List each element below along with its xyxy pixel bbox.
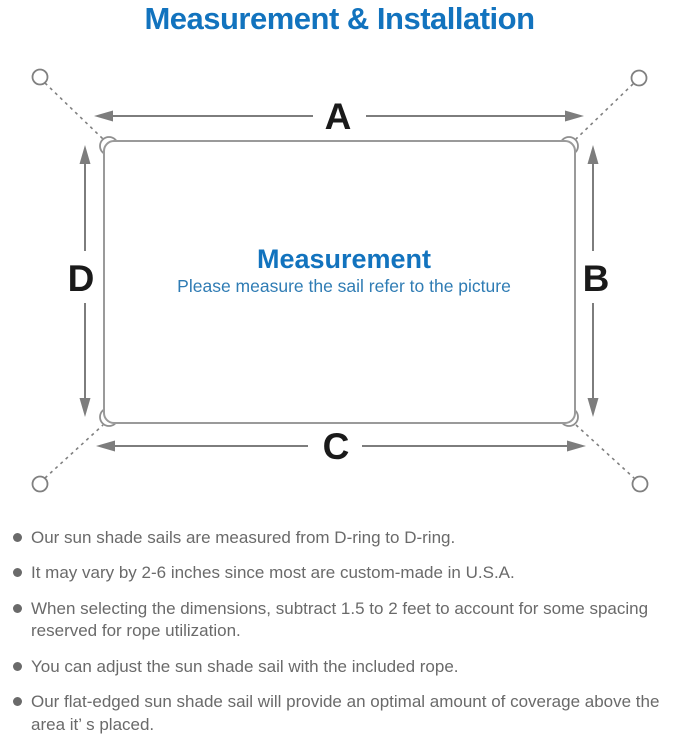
arrow-b-down-head-icon bbox=[587, 398, 599, 417]
sail-rectangle bbox=[103, 140, 576, 424]
note-text: Our sun shade sails are measured from D-… bbox=[31, 528, 456, 547]
rope-top-right bbox=[575, 83, 634, 140]
anchor-ring-bottom-right-icon bbox=[631, 475, 649, 493]
measurement-diagram: A B C D Measurement Please measure the s… bbox=[31, 68, 649, 493]
note-text: Our flat-edged sun shade sail will provi… bbox=[31, 692, 660, 734]
dim-label-b: B bbox=[583, 258, 610, 299]
note-item: It may vary by 2-6 inches since most are… bbox=[13, 562, 671, 584]
arrow-c-left-head-icon bbox=[96, 440, 115, 452]
note-text: It may vary by 2-6 inches since most are… bbox=[31, 563, 515, 583]
arrow-d-down-head-icon bbox=[79, 398, 91, 417]
arrow-b-up-head-icon bbox=[587, 145, 599, 164]
bullet-dot-icon bbox=[13, 697, 22, 707]
note-text: When selecting the dimensions, subtract … bbox=[31, 598, 649, 641]
note-item: You can adjust the sun shade sail with t… bbox=[13, 656, 671, 678]
arrow-a-right-head-icon bbox=[565, 110, 584, 122]
note-text: You can adjust the sun shade sail with t… bbox=[31, 656, 459, 676]
rope-bottom-left bbox=[44, 424, 104, 479]
rope-top-left bbox=[44, 82, 104, 140]
rope-bottom-right bbox=[575, 424, 635, 479]
bullet-dot-icon bbox=[13, 568, 22, 578]
anchor-ring-bottom-left-icon bbox=[31, 475, 49, 493]
bullet-dot-icon bbox=[13, 533, 22, 542]
arrow-d-up-head-icon bbox=[79, 145, 91, 164]
bullet-dot-icon bbox=[13, 603, 22, 613]
diagram-center-title: Measurement bbox=[257, 244, 431, 274]
bullet-dot-icon bbox=[13, 661, 22, 671]
notes-list: Our sun shade sails are measured from D-… bbox=[13, 527, 671, 749]
diagram-center-subtitle: Please measure the sail refer to the pic… bbox=[177, 276, 511, 296]
dim-label-a: A bbox=[325, 96, 352, 137]
note-item: Our sun shade sails are measured from D-… bbox=[13, 527, 671, 549]
anchor-ring-top-left-icon bbox=[31, 68, 49, 86]
note-item: When selecting the dimensions, subtract … bbox=[13, 598, 671, 643]
dim-label-c: C bbox=[323, 426, 350, 467]
dim-label-d: D bbox=[68, 258, 95, 299]
arrow-a-left-head-icon bbox=[94, 110, 113, 122]
page-title: Measurement & Installation bbox=[144, 1, 535, 36]
arrow-c-right-head-icon bbox=[567, 440, 586, 452]
note-item: Our flat-edged sun shade sail will provi… bbox=[13, 691, 671, 736]
anchor-ring-top-right-icon bbox=[630, 69, 648, 87]
